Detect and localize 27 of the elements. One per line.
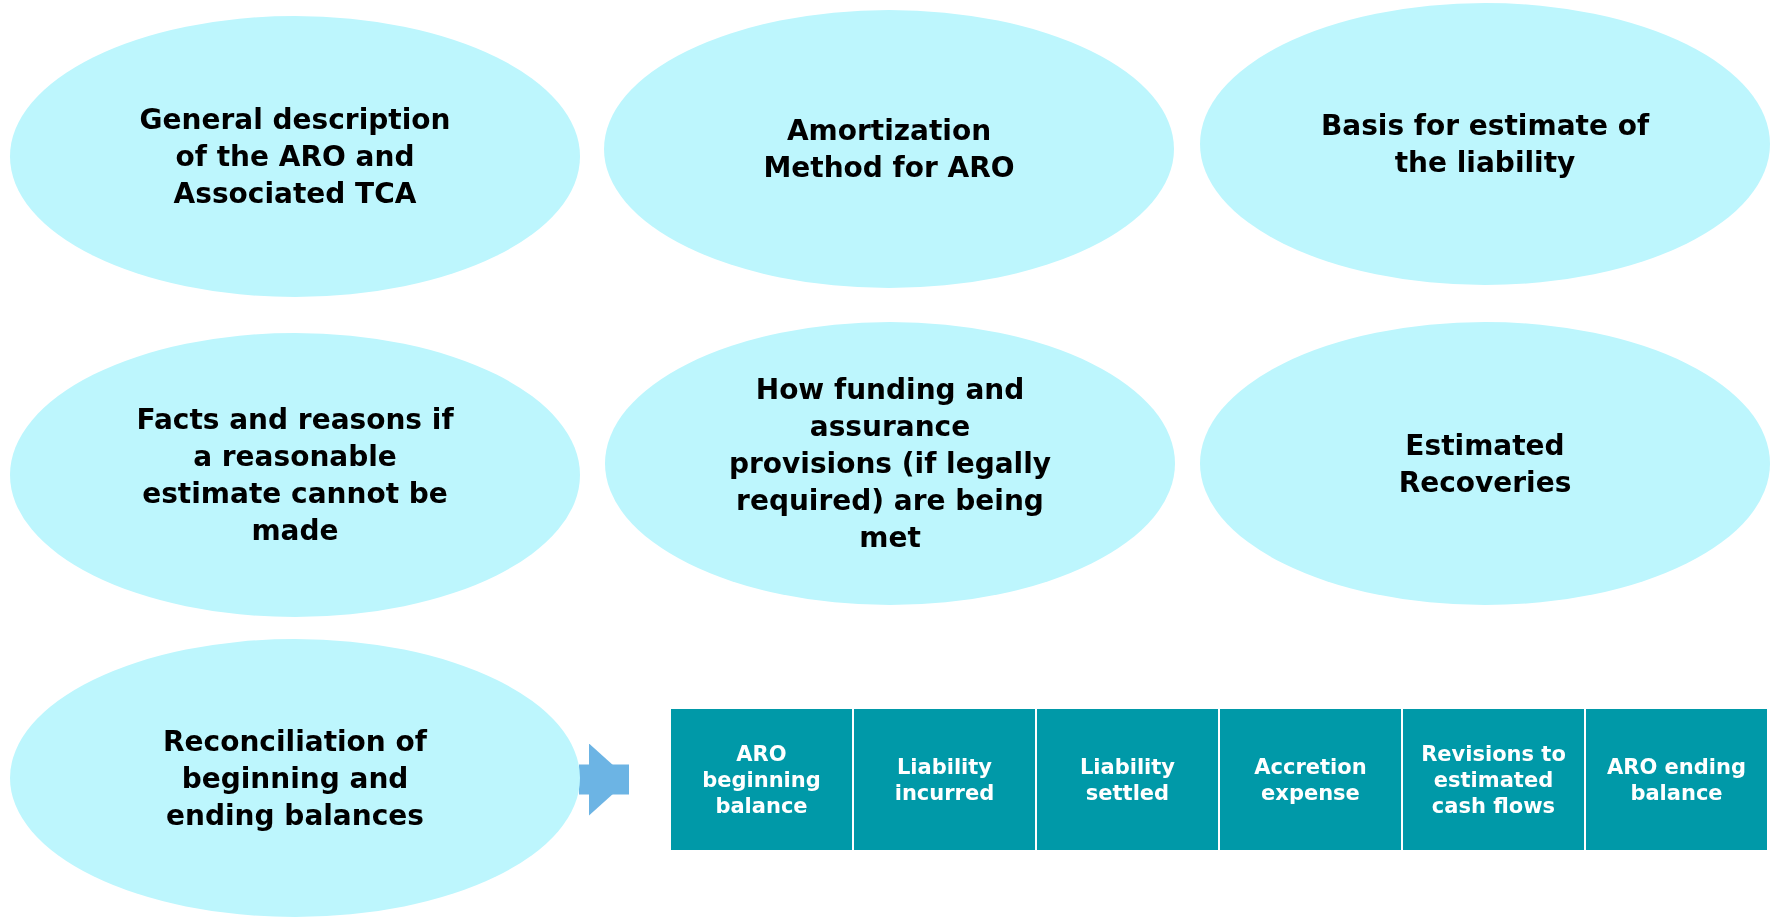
- table-cell: [1220, 709, 1401, 850]
- node-text: Liability settled: [1078, 753, 1177, 806]
- table-cell: [1037, 709, 1218, 850]
- table-cell: [1403, 709, 1584, 850]
- node-text: ARO beginning balance: [701, 740, 822, 819]
- topic-ellipse: [9, 638, 581, 918]
- topic-ellipse: [604, 321, 1176, 606]
- node-text: ARO ending balance: [1606, 753, 1747, 806]
- node-text: Reconciliation of beginning and ending balances: [162, 723, 429, 834]
- topic-ellipse: [9, 332, 581, 618]
- topic-ellipse: [1199, 321, 1771, 606]
- table-cell: [1586, 709, 1767, 850]
- node-text: General description of the ARO and Associated TCA: [138, 102, 452, 212]
- table-cell: [854, 709, 1035, 850]
- node-text: Basis for estimate of the liability: [1319, 108, 1651, 181]
- node-text: Revisions to estimated cash flows: [1420, 740, 1567, 819]
- node-text: Estimated Recoveries: [1397, 427, 1573, 501]
- node-text: Amortization Method for ARO: [762, 113, 1016, 186]
- table-cell: [671, 709, 852, 850]
- node-text: Accretion expense: [1253, 753, 1368, 806]
- node-text: Liability incurred: [893, 753, 996, 806]
- node-text: How funding and assurance provisions (if legally required) are being met: [727, 372, 1053, 556]
- block-arrow: [579, 743, 629, 816]
- topic-ellipse: [9, 15, 581, 298]
- topic-ellipse: [1199, 2, 1771, 286]
- topic-ellipse: [603, 9, 1175, 289]
- node-text: Facts and reasons if a reasonable estimate cannot be made: [135, 402, 455, 549]
